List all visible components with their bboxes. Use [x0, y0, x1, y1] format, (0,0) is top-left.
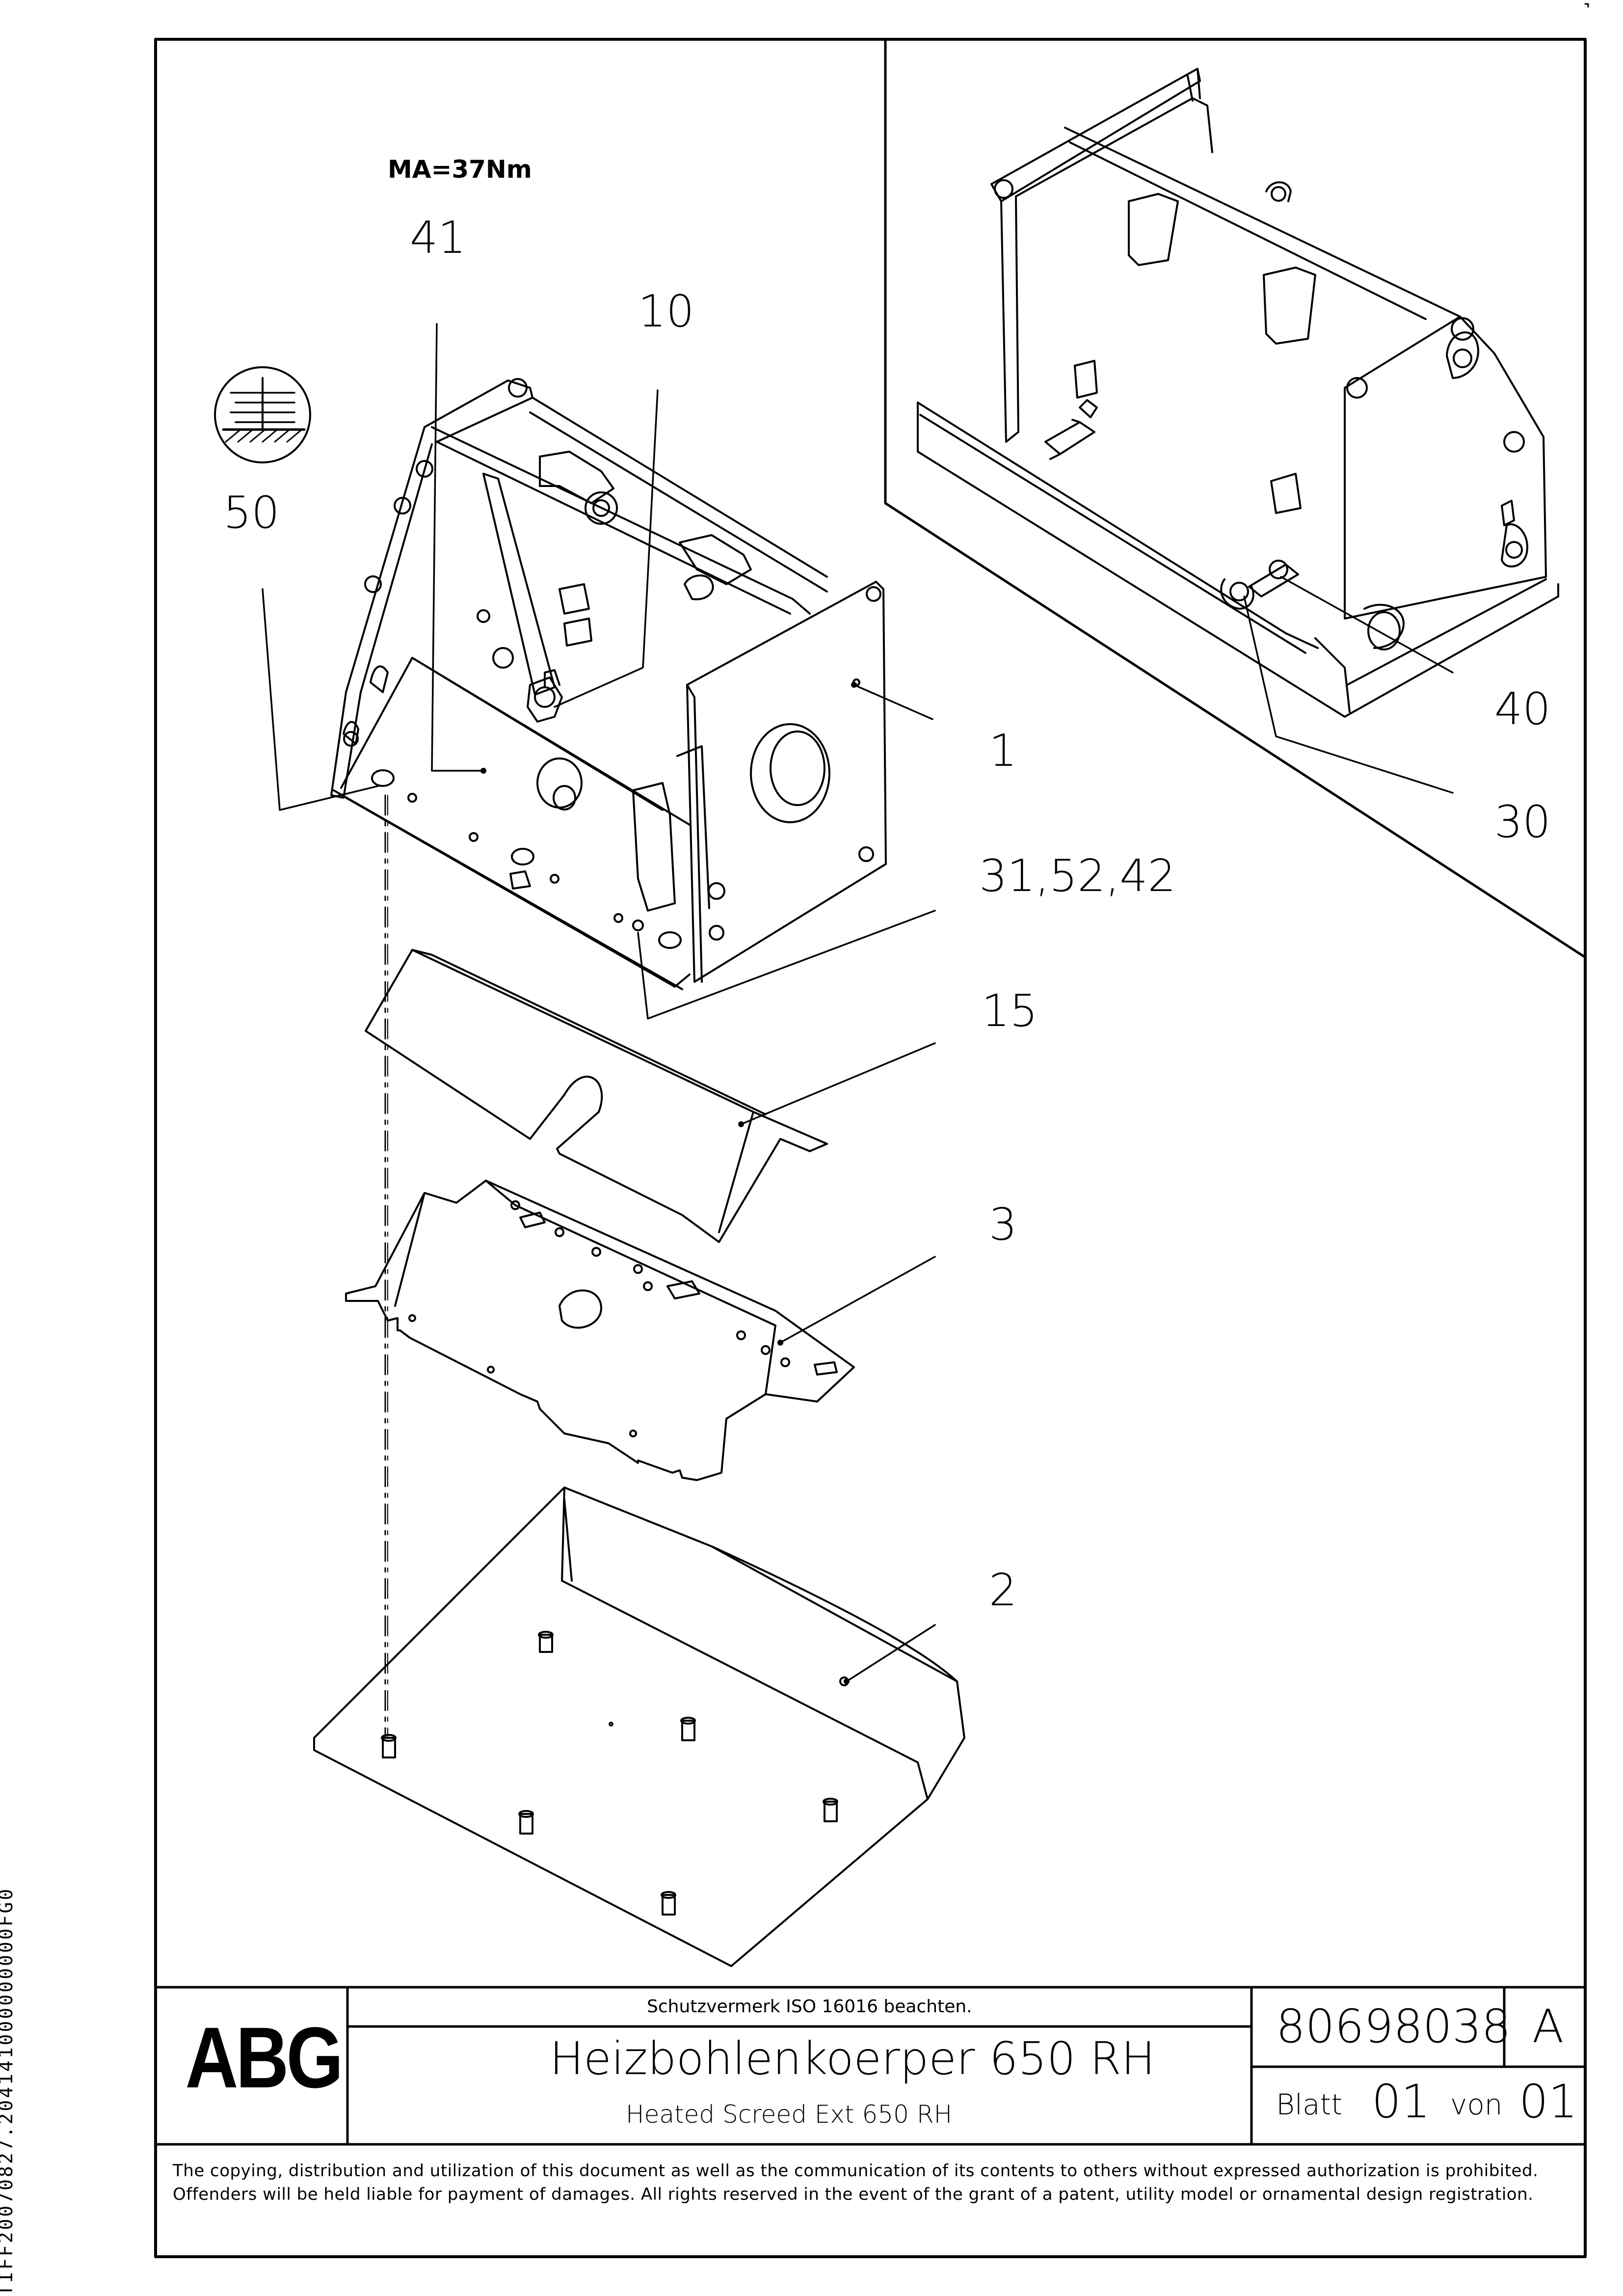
- copyright-notice: The copying, distribution and utilizatio…: [173, 2161, 1539, 2204]
- detail-view-frame: [917, 68, 1559, 718]
- part-3-plate: [345, 1180, 855, 1481]
- callout-2: 2: [989, 1565, 1017, 1616]
- callout-1: 1: [989, 725, 1017, 777]
- title-english: Heated Screed Ext 650 RH: [626, 2100, 953, 2129]
- torque-spec-label: MA=37Nm: [388, 155, 532, 184]
- callout-40: 40: [1494, 683, 1551, 735]
- title-german: Heizbohlenkoerper 650 RH: [550, 2032, 1155, 2085]
- title-block-lines: [154, 1986, 1587, 2146]
- part-15-cover: [365, 949, 828, 1243]
- of-label: von: [1450, 2088, 1503, 2121]
- protection-note: Schutzvermerk ISO 16016 beachten.: [647, 1997, 972, 2017]
- callout-31-52-42: 31,52,42: [979, 850, 1176, 902]
- detail-view-border: [884, 38, 1587, 959]
- part-2-baseplate: [313, 1486, 965, 1967]
- sheet-label: Blatt: [1276, 2088, 1343, 2121]
- callout-3: 3: [989, 1199, 1017, 1250]
- sheet-number: 01: [1372, 2075, 1431, 2129]
- callout-15: 15: [982, 985, 1038, 1037]
- sheet-total: 01: [1519, 2075, 1578, 2129]
- surface-finish-symbol: [214, 366, 311, 463]
- drawing-number: 80698038: [1276, 2000, 1511, 2053]
- main-frame-assembly: [330, 378, 887, 990]
- drawing-frame: [154, 38, 1587, 2258]
- callout-30: 30: [1494, 796, 1551, 848]
- callout-41: 41: [410, 212, 466, 264]
- leader-lines: [262, 323, 1454, 1682]
- abg-logo: ABG: [185, 2010, 344, 2106]
- callout-50: 50: [223, 487, 280, 539]
- callout-10: 10: [638, 286, 694, 337]
- revision: A: [1532, 2000, 1564, 2053]
- document-code-vertical: TIFF20070827.204141000000000FG0: [0, 1887, 17, 2296]
